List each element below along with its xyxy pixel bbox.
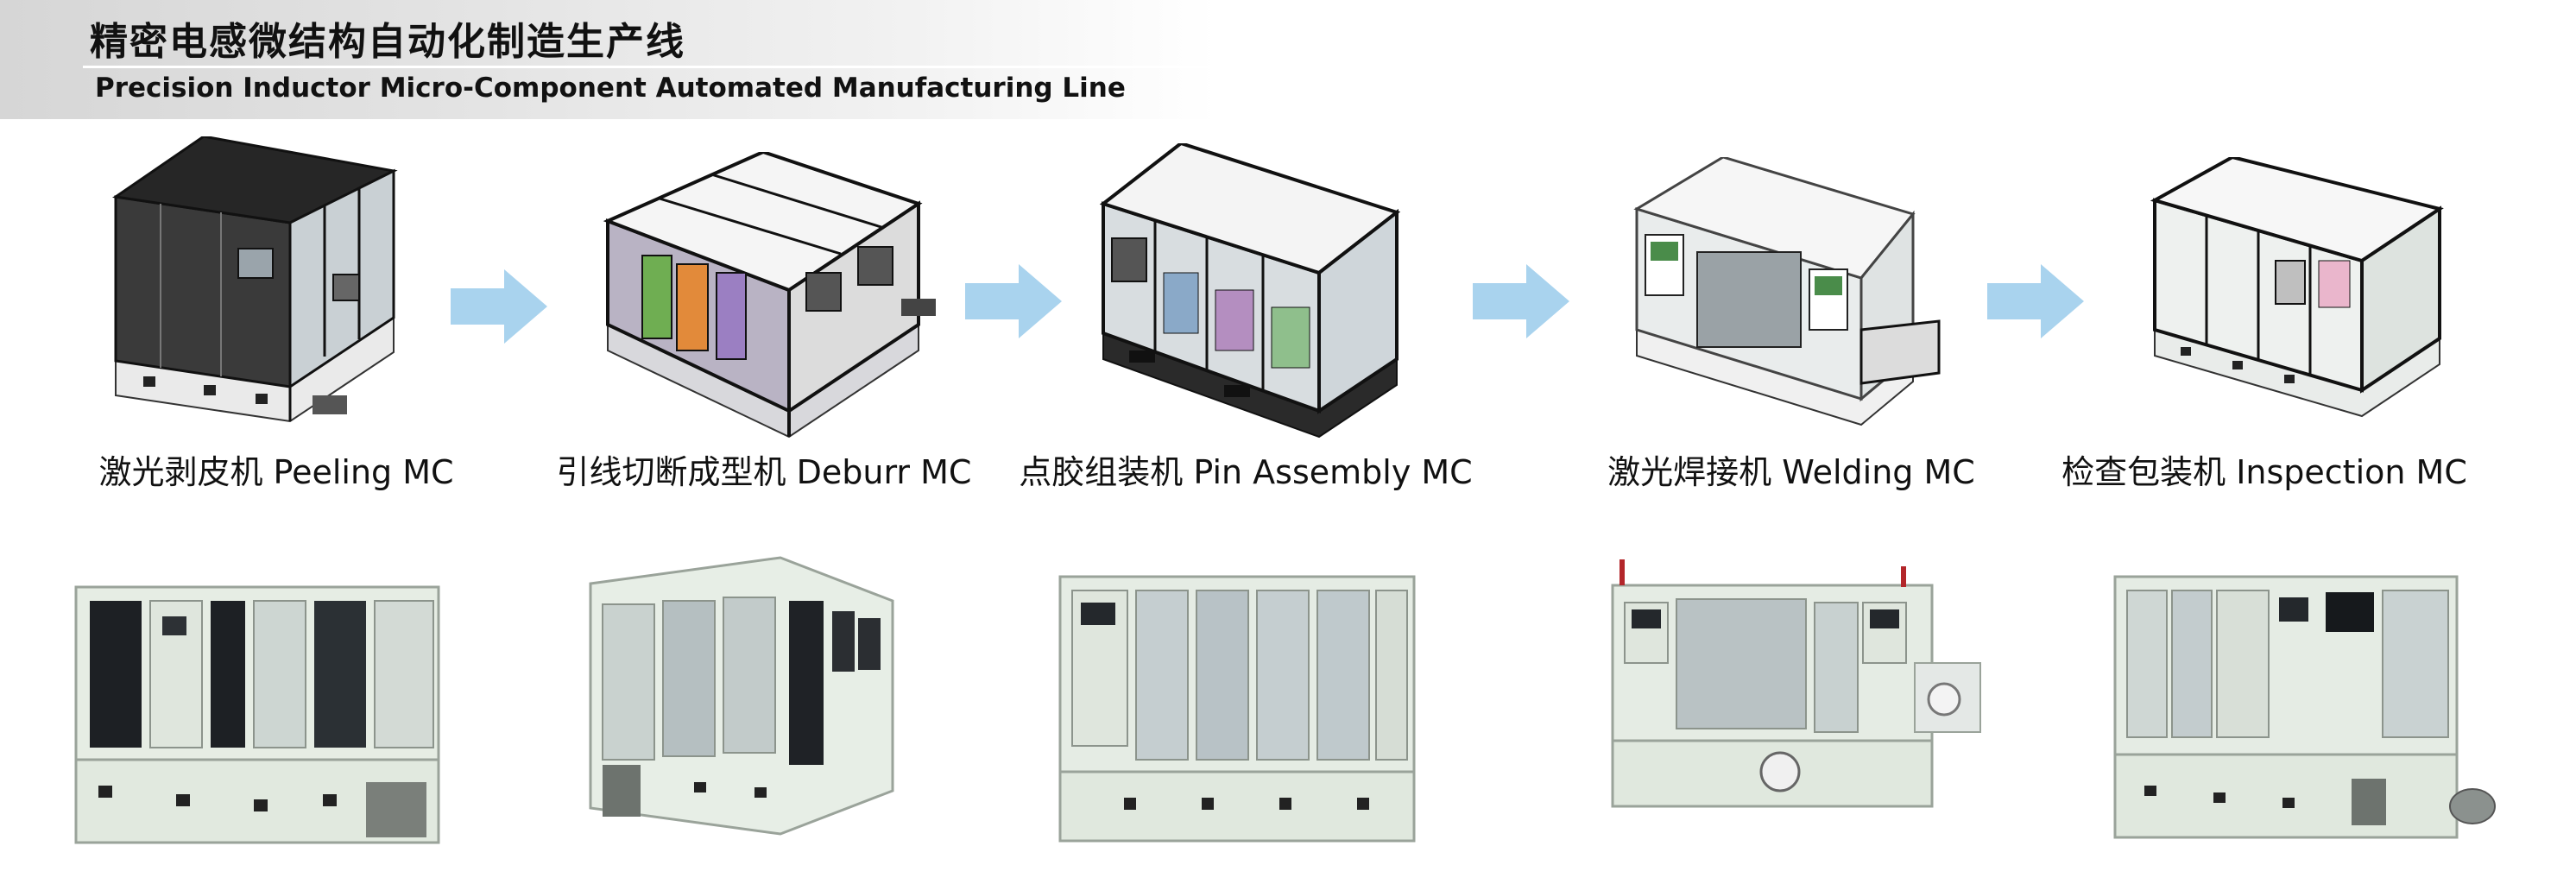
flow-arrow-icon [1987,264,2084,338]
welding-machine-photo [1607,559,1986,811]
flow-arrow-icon [965,264,1062,338]
station-label-welding: 激光焊接机 Welding MC [1607,453,1975,491]
station-label-deburr: 引线切断成型机 Deburr MC [556,453,972,491]
page-title-english: Precision Inductor Micro-Component Autom… [95,73,1126,104]
station-label-inspection: 检查包装机 Inspection MC [2061,453,2467,491]
inspection-machine-photo [2110,571,2497,856]
pin-assembly-machine-photo [1055,571,1419,849]
welding-machine-render [1628,157,1948,433]
title-banner [0,0,1217,119]
flow-arrow-icon [1473,264,1569,338]
page-title-chinese: 精密电感微结构自动化制造生产线 [90,20,685,64]
peeling-machine-render [109,136,402,439]
deburr-machine-render [590,152,936,445]
deburr-machine-photo [582,549,900,853]
title-divider [83,66,1217,68]
station-label-pin-assembly: 点胶组装机 Pin Assembly MC [1019,453,1473,491]
inspection-machine-render [2146,157,2448,433]
station-label-peeling: 激光剥皮机 Peeling MC [98,453,454,491]
flow-arrow-icon [451,269,547,344]
peeling-machine-photo [73,578,445,853]
pin-assembly-machine-render [1095,143,1407,445]
